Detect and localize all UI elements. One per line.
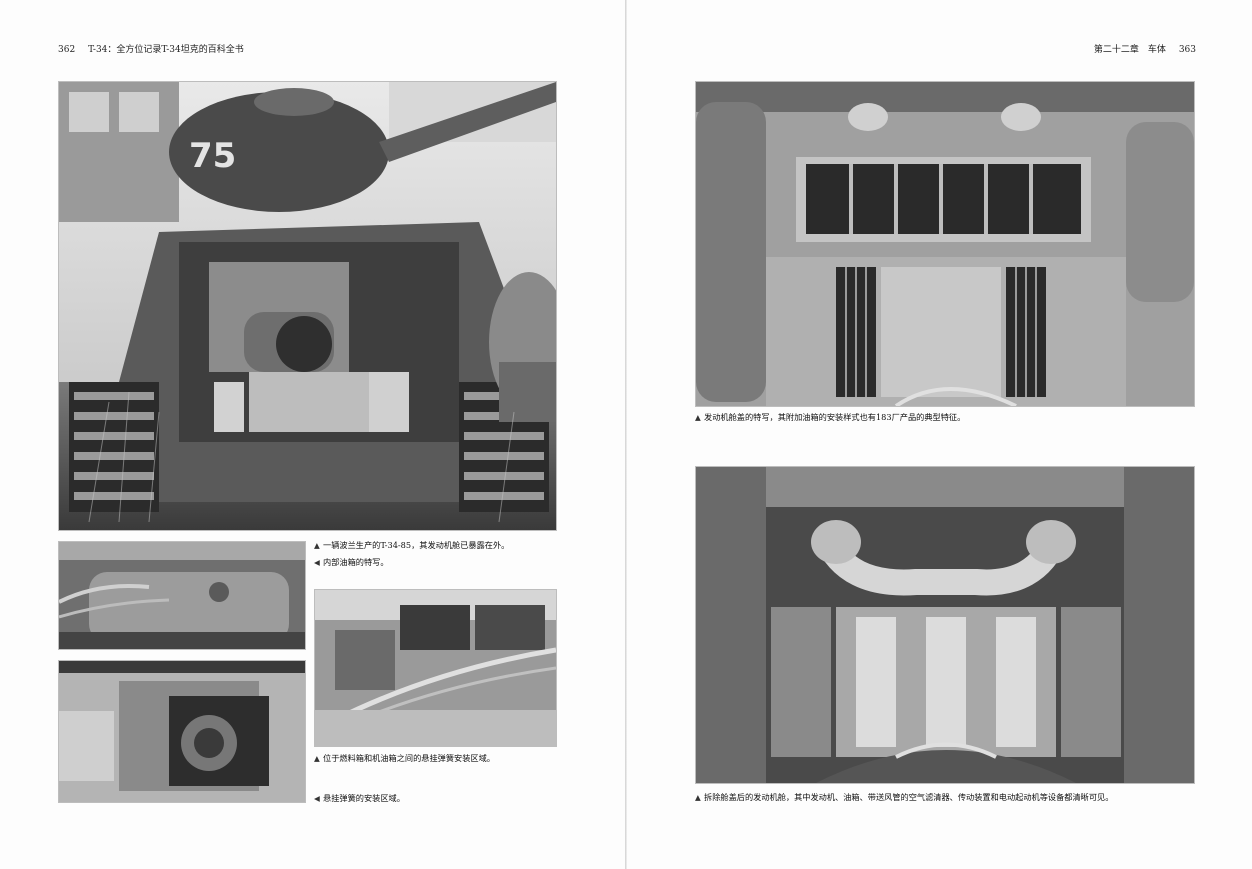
caption-marker: ▲ [695, 793, 701, 802]
left-page-number: 362 [58, 45, 76, 55]
caption-text: 悬挂弹簧的安装区域。 [323, 793, 405, 803]
caption-text: 发动机舱盖的特写，其附加油箱的安装样式也有183厂产品的典型特征。 [704, 412, 966, 422]
caption-marker: ▲ [314, 754, 320, 763]
engine-deck-photo [695, 81, 1195, 407]
caption-marker: ◀ [314, 558, 320, 567]
caption-marker: ▲ [314, 541, 320, 550]
right-running-title: 第二十二章 车体 [1093, 45, 1166, 55]
left-page: 362 T-34：全方位记录T-34坦克的百科全书 [0, 0, 625, 869]
spring-mount-photo [58, 660, 306, 803]
caption-text: 位于燃料箱和机油箱之间的悬挂弹簧安装区域。 [323, 753, 495, 763]
caption-tank-rear: ▲一辆波兰生产的T-34-85，其发动机舱已暴露在外。 [314, 540, 509, 551]
tank-rear-photo: 75 [58, 81, 557, 531]
caption-engine-compartment: ▲拆除舱盖后的发动机舱，其中发动机、油箱、带送风管的空气滤清器、传动装置和电动起… [695, 792, 1113, 803]
caption-spring-mount: ◀悬挂弹簧的安装区域。 [314, 793, 405, 804]
spring-area-photo [314, 589, 557, 747]
engine-compartment-photo [695, 466, 1195, 784]
caption-fuel-tank: ◀内部油箱的特写。 [314, 557, 389, 568]
right-page: 第二十二章 车体 363 [627, 0, 1252, 869]
right-page-number: 363 [1178, 45, 1196, 55]
turret-number: 75 [189, 136, 236, 176]
caption-marker: ◀ [314, 794, 320, 803]
caption-text: 内部油箱的特写。 [323, 557, 389, 567]
caption-marker: ▲ [695, 413, 701, 422]
book-spine [625, 0, 627, 869]
fuel-tank-closeup-photo [58, 541, 306, 650]
left-running-title: T-34：全方位记录T-34坦克的百科全书 [88, 45, 244, 55]
left-page-header: 362 T-34：全方位记录T-34坦克的百科全书 [58, 42, 244, 55]
caption-text: 一辆波兰生产的T-34-85，其发动机舱已暴露在外。 [323, 540, 510, 550]
caption-text: 拆除舱盖后的发动机舱，其中发动机、油箱、带送风管的空气滤清器、传动装置和电动起动… [704, 792, 1114, 802]
right-page-header: 第二十二章 车体 363 [1094, 42, 1196, 55]
caption-engine-deck: ▲发动机舱盖的特写，其附加油箱的安装样式也有183厂产品的典型特征。 [695, 412, 965, 423]
caption-spring-area: ▲位于燃料箱和机油箱之间的悬挂弹簧安装区域。 [314, 753, 495, 764]
